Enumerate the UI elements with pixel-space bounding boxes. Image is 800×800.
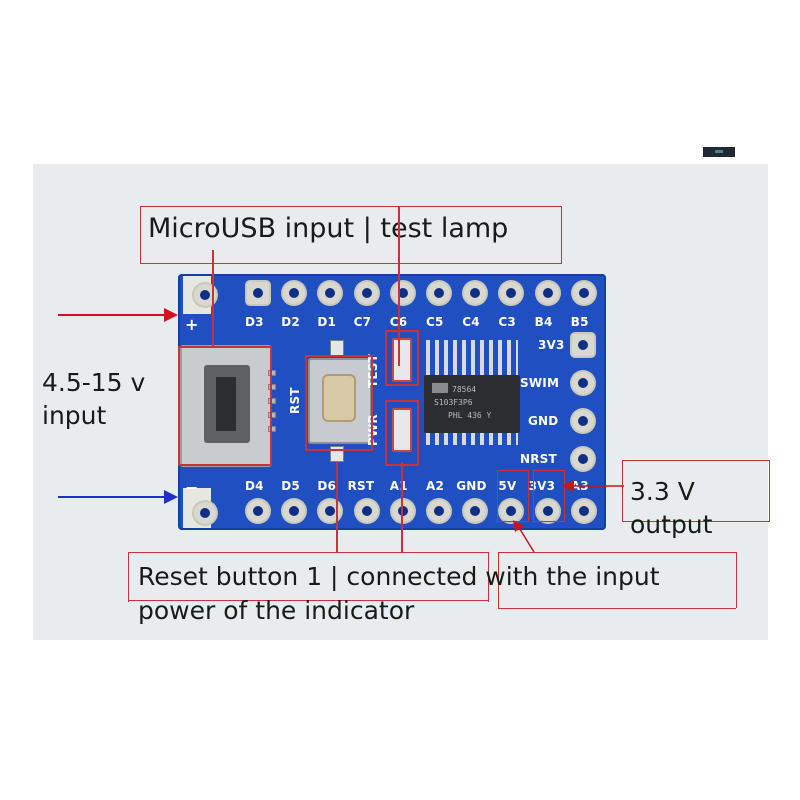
lead-pad bbox=[194, 284, 216, 306]
pin-pad bbox=[428, 282, 450, 304]
minus-silk: − bbox=[185, 478, 199, 497]
pin-pad bbox=[247, 282, 269, 304]
pin-pad bbox=[572, 282, 595, 304]
pin-pad bbox=[572, 410, 594, 432]
callout-line bbox=[336, 462, 338, 552]
pin-pad bbox=[464, 500, 487, 522]
pin-pad bbox=[428, 500, 450, 522]
input-word-label: input bbox=[42, 401, 107, 430]
chip-marking: S103F3P6 bbox=[434, 398, 473, 407]
chip-pins bbox=[426, 340, 518, 375]
output-voltage-label: 3.3 V bbox=[630, 477, 695, 506]
pin-label-right: GND bbox=[528, 414, 559, 428]
pin-label-right: NRST bbox=[520, 452, 557, 466]
callout-line bbox=[128, 600, 488, 601]
pin-pad bbox=[536, 282, 559, 304]
pin-label-top: C3 bbox=[498, 315, 516, 329]
pin-label-bottom: D5 bbox=[281, 479, 300, 493]
smd-part bbox=[268, 398, 276, 404]
pin-pad bbox=[319, 500, 342, 522]
callout-line bbox=[498, 552, 736, 553]
callout-line bbox=[401, 462, 403, 552]
callout-line bbox=[398, 206, 400, 366]
callout-line bbox=[498, 608, 736, 609]
5v-arrow-icon bbox=[513, 520, 535, 553]
pin-label-top: D3 bbox=[245, 315, 264, 329]
plus-silk: + bbox=[185, 315, 199, 334]
pin-pad bbox=[464, 282, 487, 304]
output-callout bbox=[622, 460, 770, 522]
pin-pad bbox=[391, 282, 414, 304]
callout-line bbox=[498, 552, 499, 608]
reset-label-line2: power of the indicator bbox=[138, 596, 415, 625]
pin-label-bottom: 5V bbox=[498, 479, 517, 493]
reset-highlight bbox=[305, 355, 373, 451]
pin-pad bbox=[247, 500, 269, 522]
pin-label-bottom: RST bbox=[347, 479, 375, 493]
pin-pad bbox=[500, 500, 523, 522]
micro-usb-label: MicroUSB input | test lamp bbox=[148, 213, 509, 244]
pin-pad bbox=[500, 282, 523, 304]
pin-label-top: D2 bbox=[281, 315, 300, 329]
output-word-label: output bbox=[630, 510, 713, 539]
pin-label-bottom: D4 bbox=[245, 479, 264, 493]
pwr-led-highlight bbox=[385, 400, 419, 466]
usb-highlight bbox=[178, 346, 272, 466]
chip-marking: 78564 bbox=[452, 385, 477, 394]
rst-silk: RST bbox=[288, 387, 302, 414]
plus-arrow-icon bbox=[58, 308, 178, 322]
pin-pad bbox=[283, 282, 306, 304]
smd-part bbox=[268, 426, 276, 432]
callout-line bbox=[128, 552, 488, 553]
pin-label-top: C4 bbox=[462, 315, 480, 329]
pin-pad bbox=[536, 500, 559, 522]
minus-arrow-icon bbox=[58, 490, 178, 504]
pin-pad bbox=[572, 500, 595, 522]
pin-label-top: B5 bbox=[570, 315, 589, 329]
pin-pad bbox=[572, 334, 594, 356]
micro-usb-connector bbox=[180, 345, 272, 467]
pin-label-bottom: D6 bbox=[317, 479, 337, 493]
pin-label-right: SWIM bbox=[520, 376, 560, 390]
pin-label-bottom: A2 bbox=[426, 479, 445, 493]
pin-label-top: C7 bbox=[353, 315, 372, 329]
test-led bbox=[392, 338, 412, 382]
pin-pad bbox=[319, 282, 342, 304]
pin-label-top: C5 bbox=[426, 315, 444, 329]
pin-pad bbox=[355, 282, 378, 304]
pin-pad bbox=[572, 372, 594, 394]
pin-pad bbox=[283, 500, 306, 522]
pin-label-right: 3V3 bbox=[538, 338, 565, 352]
callout-line bbox=[128, 552, 129, 602]
3v3-highlight bbox=[533, 470, 565, 522]
pin-pad bbox=[572, 448, 594, 470]
smd-part bbox=[268, 384, 276, 390]
chip-pins bbox=[426, 433, 518, 445]
smd-part bbox=[268, 412, 276, 418]
smd-part bbox=[268, 370, 276, 376]
input-voltage-label: 4.5-15 v bbox=[42, 368, 146, 397]
chip-marking: PHL 436 Y bbox=[448, 411, 492, 420]
pin-label-top: D1 bbox=[317, 315, 337, 329]
reset-button-cap bbox=[322, 374, 356, 422]
reset-label-line1: Reset button 1 | connected with the inpu… bbox=[138, 562, 660, 591]
callout-line bbox=[736, 552, 737, 608]
output-arrow-icon bbox=[562, 480, 624, 492]
pin-label-top: B4 bbox=[534, 315, 553, 329]
5v-highlight bbox=[497, 470, 529, 522]
lead-pad bbox=[194, 502, 216, 524]
pin-label-bottom: 3V3 bbox=[528, 479, 556, 493]
pin-label-bottom: GND bbox=[456, 479, 487, 493]
micro-usb-callout bbox=[140, 206, 562, 264]
callout-line bbox=[212, 250, 214, 346]
corner-logo bbox=[703, 147, 735, 157]
pin-pad bbox=[355, 500, 378, 522]
pin-label-bottom: A1 bbox=[389, 479, 408, 493]
smd-part bbox=[330, 340, 344, 356]
callout-line bbox=[488, 552, 489, 602]
pwr-led bbox=[392, 408, 412, 452]
st-logo bbox=[432, 383, 448, 393]
test-led-highlight bbox=[385, 330, 419, 386]
